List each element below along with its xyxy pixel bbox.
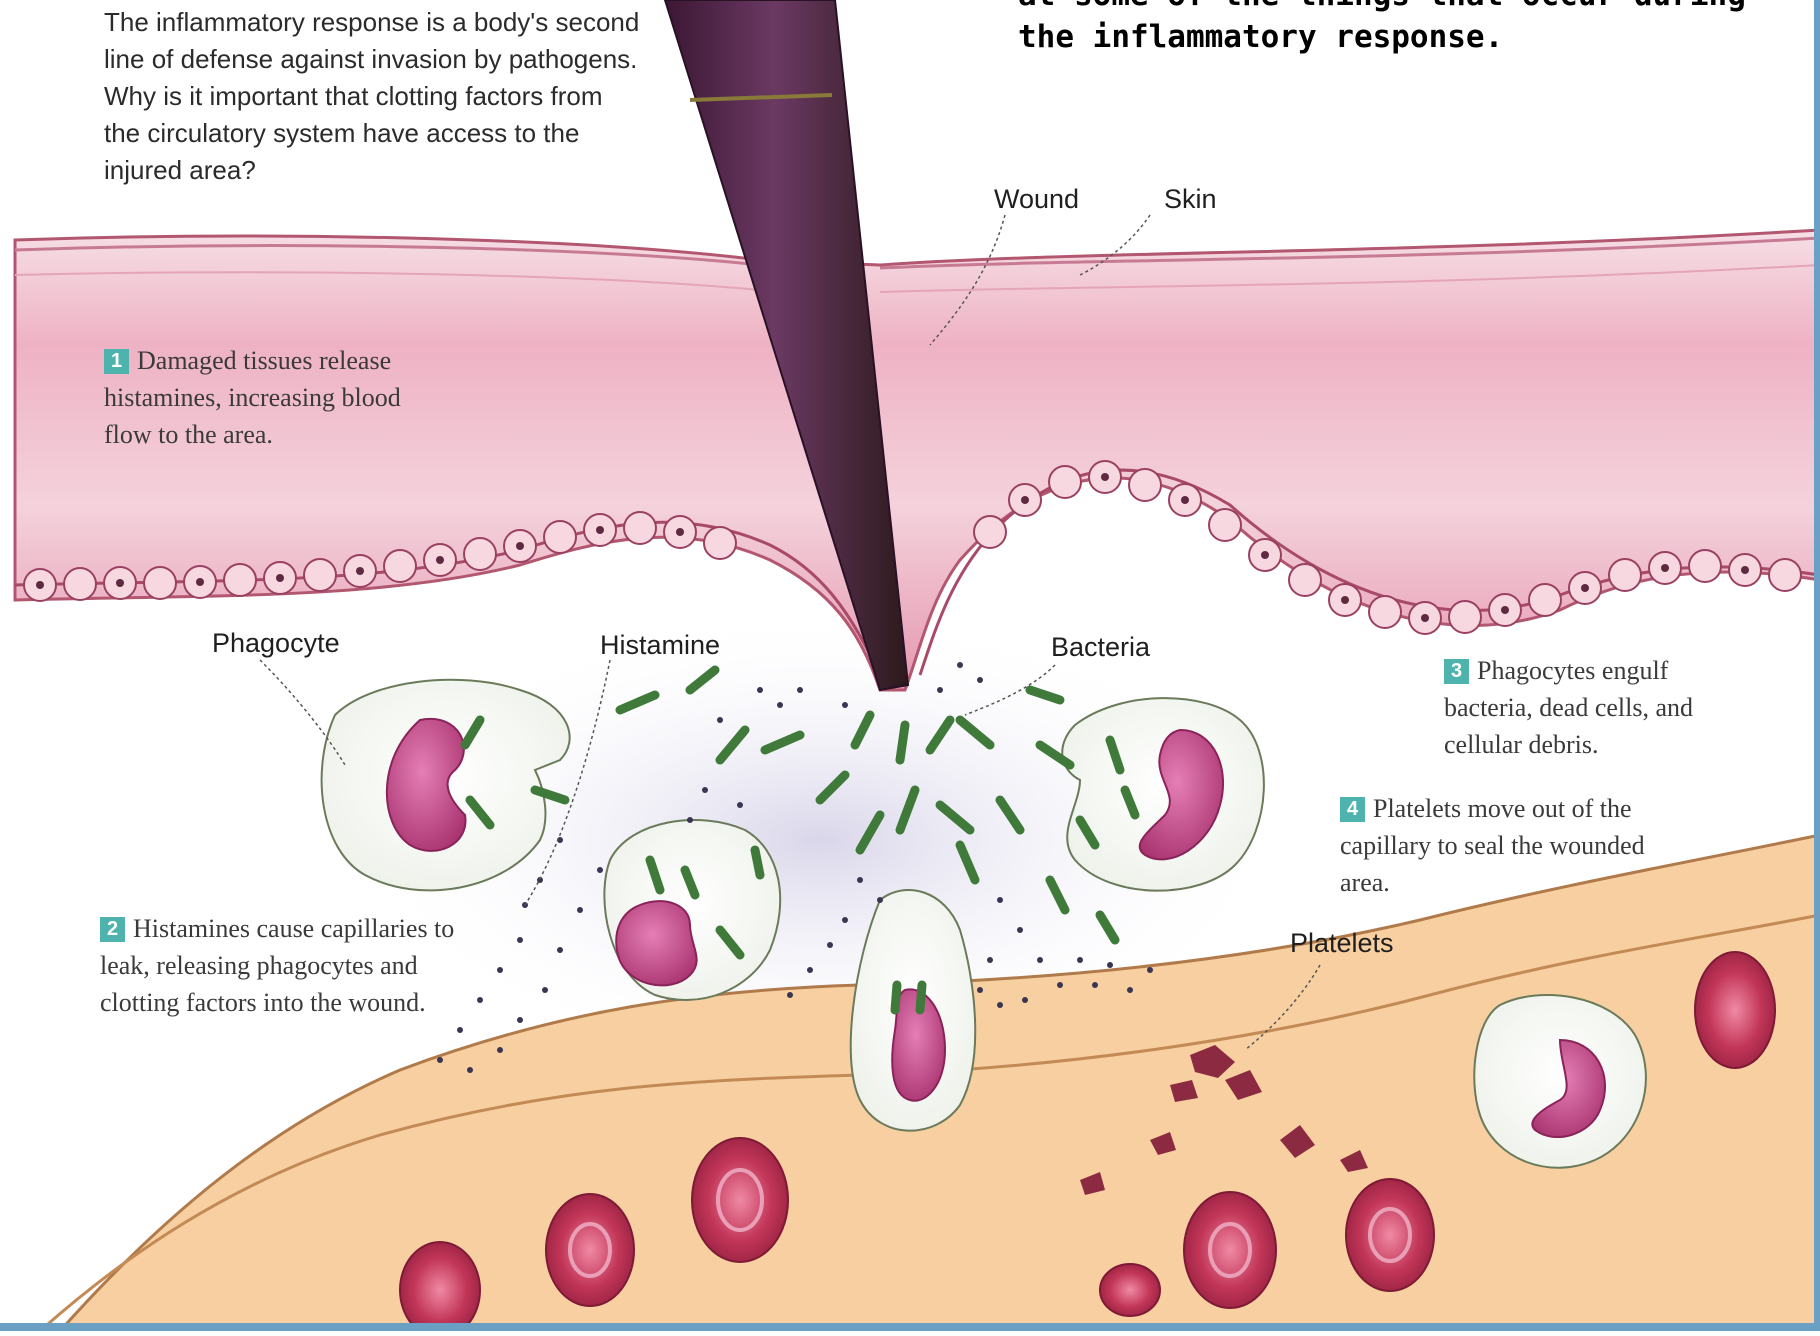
phagocyte-label: Phagocyte [212, 628, 340, 658]
skin-label: Skin [1164, 184, 1217, 214]
phagocyte-cell [851, 890, 975, 1131]
step-2-text: Histamines cause capillaries to leak, re… [100, 914, 454, 1017]
wound-label: Wound [994, 184, 1079, 214]
header-statement: at some of the things that occur during … [1018, 0, 1798, 58]
platelets-label: Platelets [1290, 928, 1394, 958]
step-4-number: 4 [1340, 797, 1365, 822]
step-1-number: 1 [104, 349, 129, 374]
step-3-number: 3 [1444, 659, 1469, 684]
step-2-number: 2 [100, 917, 125, 942]
intro-question: The inflammatory response is a body's se… [104, 4, 644, 189]
step-1-text: Damaged tissues release histamines, incr… [104, 346, 401, 449]
histamine-label: Histamine [600, 630, 720, 660]
skin-tissue [15, 230, 1820, 690]
phagocyte-cell [1062, 698, 1264, 891]
step-3-text: Phagocytes engulf bacteria, dead cells, … [1444, 656, 1693, 759]
step-4-text: Platelets move out of the capillary to s… [1340, 794, 1645, 897]
phagocyte-cell [1474, 995, 1646, 1168]
bacteria-label: Bacteria [1051, 632, 1151, 662]
